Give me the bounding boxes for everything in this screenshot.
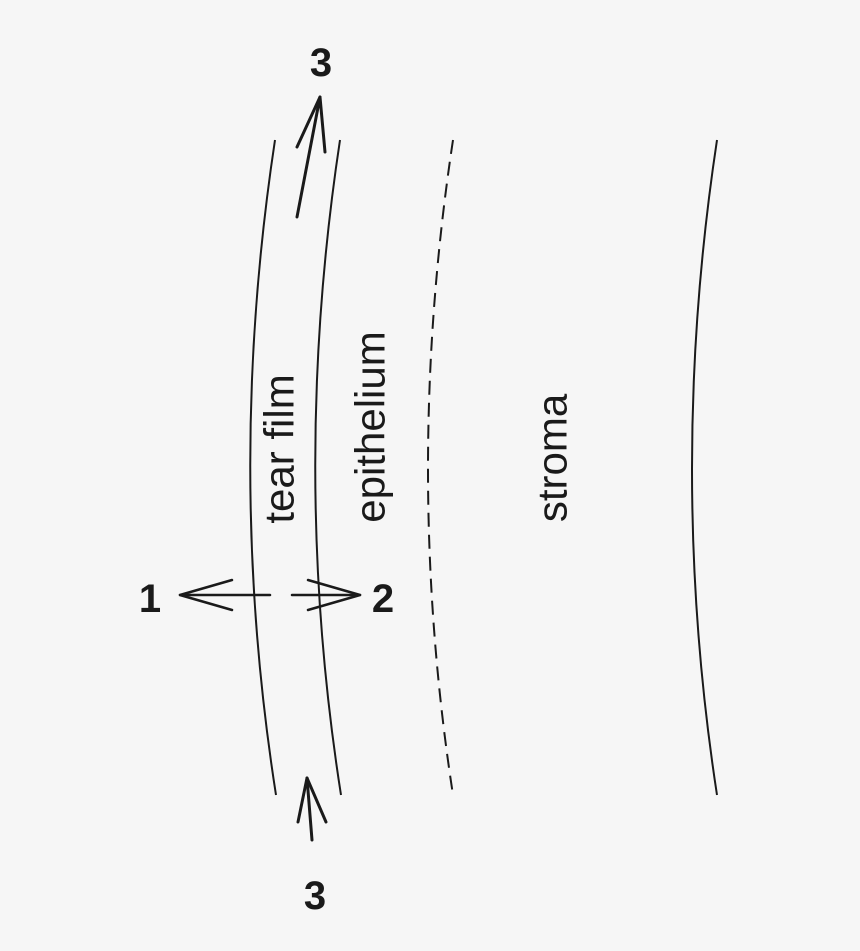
label-stroma: stroma	[529, 393, 576, 522]
marker-2: 2	[372, 577, 394, 621]
label-epithelium: epithelium	[347, 331, 394, 522]
arrow-3-top	[295, 95, 327, 219]
label-tear-film: tear film	[256, 374, 303, 523]
epithelium-boundary-dashed	[427, 139, 454, 796]
tear-film-inner-boundary	[314, 139, 342, 796]
marker-3-bottom: 3	[304, 874, 326, 918]
tear-film-outer-boundary	[249, 139, 277, 796]
marker-3-top: 3	[310, 41, 332, 85]
arrow-3-bottom	[296, 776, 328, 842]
arrow-2-right	[290, 578, 362, 612]
stroma-boundary	[691, 139, 718, 796]
arrow-1-left	[178, 578, 272, 612]
marker-1: 1	[139, 577, 161, 621]
